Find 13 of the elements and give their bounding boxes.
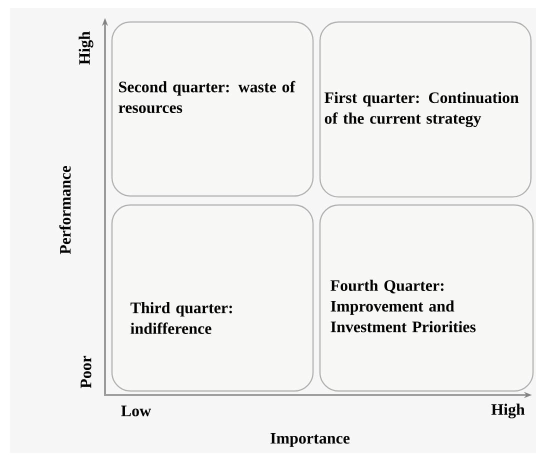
quadrant-box: [319, 21, 532, 198]
quadrant-box: [319, 204, 534, 392]
axis-title: Importance: [270, 433, 350, 447]
axis-title: Performance: [59, 166, 71, 254]
axis-tick-label: High: [78, 31, 94, 65]
quadrant-box: [111, 204, 314, 392]
quadrant-text: Second quarter: waste of resources: [118, 80, 296, 114]
quadrant-text: First quarter: Continuation of the current strategy: [324, 92, 519, 128]
axis-tick-label: Low: [121, 406, 152, 416]
quadrant-text: Third quarter: indifference: [130, 302, 232, 334]
axis-tick-label: Poor: [80, 356, 92, 388]
quadrant-text: Fourth Quarter: Improvement and Investment Priorities: [330, 280, 476, 332]
quadrant-box: [111, 21, 314, 197]
